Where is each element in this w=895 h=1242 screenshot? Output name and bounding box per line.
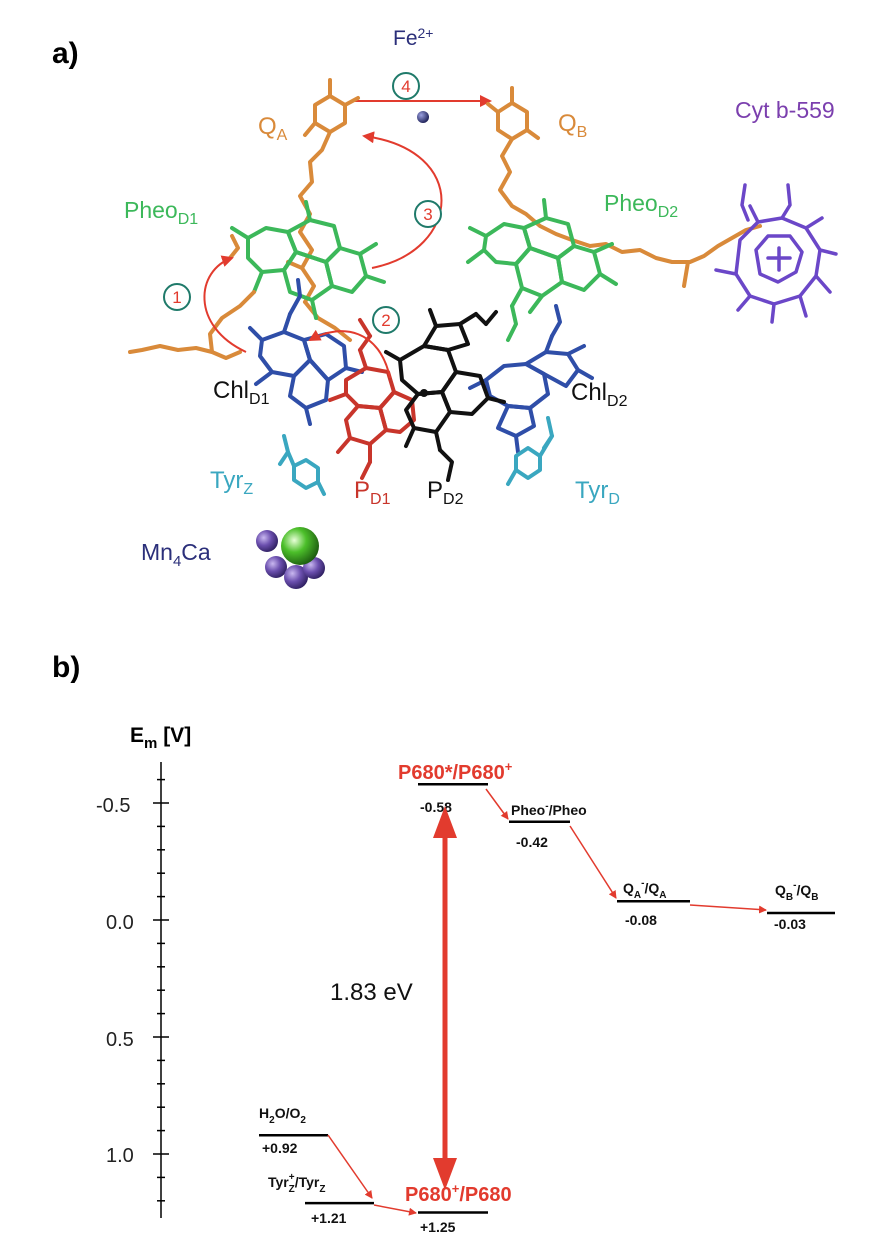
energy-levels — [259, 783, 835, 1214]
p680-value: +1.25 — [420, 1219, 456, 1235]
pheo-d1-label: PheoD1 — [124, 197, 198, 228]
step-3-circle — [414, 200, 442, 228]
transfer-arrow-p680star-pheo — [485, 788, 509, 820]
transfer-arrow-pheo-qa — [569, 825, 617, 899]
pheo-d2-molecule — [466, 198, 618, 342]
excitation-arrow-head-bottom — [433, 1158, 457, 1190]
step-1-number: 1 — [172, 288, 181, 307]
qa-value: -0.08 — [625, 912, 657, 928]
step-4-circle — [392, 72, 420, 100]
step-1-arrow — [203, 255, 247, 353]
pheo-d1-molecule — [230, 200, 386, 320]
qa-label: QA — [258, 113, 288, 144]
y-axis-ticks — [153, 778, 169, 1202]
tick-label-1-0: 1.0 — [106, 1145, 134, 1167]
chl-d2-label: ChlD2 — [571, 379, 628, 410]
h2o-value: +0.92 — [262, 1140, 298, 1156]
p680-label: P680+/P680 — [405, 1181, 512, 1206]
step-2-number: 2 — [381, 311, 390, 330]
tyr-d-label: TyrD — [575, 477, 620, 508]
mn4ca-cluster — [256, 527, 325, 589]
qb-molecule — [486, 86, 762, 288]
mn4ca-label: Mn4Ca — [141, 539, 211, 570]
axis-title: Em [V] — [130, 724, 191, 752]
step-3-arrow — [362, 131, 443, 269]
chl-d2-molecule — [468, 304, 594, 454]
tyr-couple-label: Tyr+Z/TyrZ — [268, 1172, 325, 1195]
transfer-arrow-h2o-tyr — [327, 1134, 373, 1199]
p-d2-molecule — [384, 308, 506, 482]
qb-label: QB — [558, 110, 587, 141]
step-2-circle — [372, 306, 400, 334]
qb-couple-label: QB-/QB — [775, 880, 818, 903]
p680-star-label: P680*/P680+ — [398, 759, 513, 784]
step-1-circle — [163, 283, 191, 311]
pheo-d2-label: PheoD2 — [604, 190, 678, 221]
p-d1-label: PD1 — [354, 477, 391, 508]
cyt-label: Cyt b-559 — [735, 97, 835, 123]
p-d1-molecule — [328, 318, 416, 480]
step-3-number: 3 — [423, 205, 432, 224]
chl-d1-molecule — [248, 278, 364, 426]
mn-atom-3 — [284, 565, 308, 589]
pheo-value: -0.42 — [516, 834, 548, 850]
tyr-value: +1.21 — [311, 1210, 347, 1226]
panel-a-label: a) — [52, 37, 79, 70]
pheo-couple-label: Pheo-/Pheo — [511, 801, 587, 818]
step-2-arrow — [308, 329, 391, 379]
tick-label-0-5: 0.5 — [106, 1029, 134, 1051]
panel-b-label: b) — [52, 651, 80, 684]
panel-a: a) Fe2+ 4 QA QB Cyt b-55 — [52, 25, 838, 589]
transfer-arrow-qa-qb — [689, 904, 767, 914]
panel-b: b) Em [V] -0.5 0.0 0.5 1.0 P680*/P680+ -… — [52, 651, 835, 1235]
transfer-arrow-tyr-p680 — [373, 1204, 417, 1216]
qa-couple-label: QA-/QA — [623, 878, 666, 901]
ca-atom — [281, 527, 319, 565]
fe-ion — [417, 111, 429, 123]
gap-label: 1.83 eV — [330, 979, 413, 1006]
p-d2-center — [420, 389, 428, 397]
mn-atom-1 — [256, 530, 278, 552]
tyr-z-label: TyrZ — [210, 467, 253, 498]
p-d2-label: PD2 — [427, 477, 464, 508]
fe-label: Fe2+ — [393, 25, 433, 50]
tyr-z-molecule — [278, 434, 326, 496]
pheo-d1-tail — [128, 234, 256, 360]
qb-value: -0.03 — [774, 916, 806, 932]
step-4-number: 4 — [401, 77, 410, 96]
h2o-couple-label: H2O/O2 — [259, 1105, 306, 1126]
chl-d1-label: ChlD1 — [213, 377, 270, 408]
excitation-arrow — [433, 806, 457, 1190]
tyr-d-molecule — [506, 416, 554, 486]
cyt-heme — [714, 183, 838, 324]
mn-atom-2 — [265, 556, 287, 578]
excitation-arrow-head-top — [433, 806, 457, 838]
tick-label-0-0: 0.0 — [106, 912, 134, 934]
tick-label-neg-0-5: -0.5 — [96, 795, 130, 817]
